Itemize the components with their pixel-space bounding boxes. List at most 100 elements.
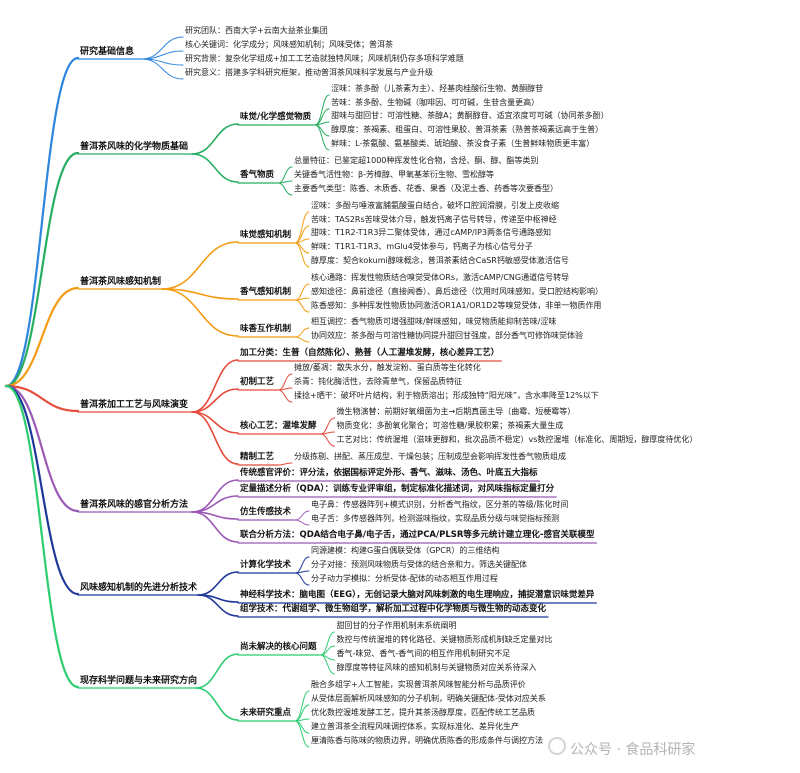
- subtopic: 联合分析方法：QDA结合电子鼻/电子舌，通过PCA/PLSR等多元统计建立理化-…: [240, 530, 595, 540]
- root-branch: [4, 384, 80, 596]
- leaf-text: 杀青：钝化酶活性，去除青草气，保留品质特征: [294, 377, 463, 386]
- leaf-branch: [294, 510, 310, 521]
- sub-branch: [191, 495, 239, 513]
- leaf-text: 关键香气活性物：β-芳樟醇、甲氧基苯衍生物、雪松醇等: [294, 170, 495, 179]
- subtopic: 加工分类：生普（自然陈化）、熟普（人工渥堆发酵，核心差异工艺）: [240, 348, 500, 358]
- sub-branch: [161, 288, 239, 300]
- leaf-branch: [314, 124, 330, 151]
- sub-branch: [161, 288, 239, 337]
- leaf-branch: [294, 242, 310, 268]
- sub-branch: [195, 687, 239, 721]
- leaf-text: 微生物演替：前期好氧细菌为主→后期真菌主导（曲霉、短梗霉等）: [336, 407, 576, 416]
- leaf-branch: [277, 389, 293, 403]
- leaf-text: 甜回甘的分子作用机制未系统阐明: [336, 621, 457, 630]
- wechat-icon: [548, 737, 566, 755]
- root-branch: [4, 151, 80, 388]
- root-branch: [4, 384, 80, 513]
- watermark: 公众号 · 食品科研家: [570, 742, 696, 758]
- leaf-text: 醇厚度等特征风味的感知机制与关键物质对应关系待深入: [336, 663, 537, 672]
- leaf-text: 甜味与甜回甘：可溶性糖、茶醇A；黄酮醇苷、适宜浓度可可碱（协同茶多酚）: [331, 111, 609, 120]
- leaf-branch: [294, 299, 310, 313]
- subtopic: 核心工艺：渥堆发酵: [240, 421, 317, 431]
- leaf-text: 摊放/萎凋：散失水分，触发淀粉、蛋白质等生化转化: [294, 363, 481, 372]
- sub-branch: [191, 123, 239, 155]
- section-title: 研究基础信息: [80, 47, 135, 57]
- leaf-text: 厘清陈香与陈味的物质边界，明确优质陈香的形成条件与调控方法: [311, 736, 544, 745]
- leaf-text: 研究背景：复杂化学组成+加工工艺造就独特风味；风味机制仍存多项科学难题: [185, 54, 464, 63]
- subtopic: 仿生传感技术: [240, 507, 292, 517]
- leaf-text: 研究团队：西南大学+云南大益茶业集团: [185, 26, 328, 35]
- leaf-text: 香气-味觉、香气-香气间的相互作用机制研究不足: [336, 649, 511, 658]
- leaf-text: 核心关键词：化学成分；风味感知机制；风味受体；普洱茶: [185, 40, 393, 49]
- root-branch: [4, 384, 80, 413]
- leaf-text: 同源建模：构建G蛋白偶联受体（GPCR）的三维结构: [311, 546, 500, 555]
- leaf-branch: [294, 572, 310, 586]
- subtopic: 尚未解决的核心问题: [240, 642, 317, 652]
- leaf-branch: [294, 519, 310, 526]
- leaf-text: 甜味：T1R2-T1R3异二聚体受体，通过cAMP/IP3两条信号通路感知: [311, 228, 551, 237]
- section-title: 普洱茶加工工艺与风味演变: [80, 400, 189, 410]
- leaf-text: 分子对接：预测风味物质与受体的结合亲和力，筛选关键配体: [311, 560, 528, 569]
- leaf-text: 工艺对比：传统渥堆（滋味更醇和，批次品质不稳定）vs数控渥堆（标准化、周期短，醇…: [336, 435, 698, 444]
- leaf-branch: [277, 462, 293, 466]
- root-branch: [4, 56, 80, 388]
- subtopic: 传统感官评价：评分法，依据国标评定外形、香气、滋味、汤色、叶底五大指标: [240, 468, 538, 478]
- leaf-text: 醇厚度：茶褐素、粗蛋白、可溶性果胶、普洱茶素（熟普茶褐素远高于生普）: [331, 125, 604, 134]
- leaf-text: 陈香感知：多种挥发性物质协同激活OR1A1/OR1D2等嗅觉受体，非单一物质作用: [311, 301, 602, 310]
- subtopic: 味觉/化学感觉物质: [240, 112, 312, 122]
- subtopic: 初制工艺: [240, 377, 275, 387]
- leaf-branch: [277, 182, 293, 196]
- leaf-text: 相互调控：香气物质可增强甜味/鲜味感知，味觉物质能抑制苦味/涩味: [311, 317, 557, 326]
- sub-branch: [197, 571, 239, 596]
- leaf-text: 主要香气类型：陈香、木质香、花香、果香（及泥土香、药香等次要香型）: [294, 184, 559, 193]
- subtopic: 味觉感知机制: [240, 230, 292, 240]
- leaf-text: 分子动力学模拟：分析受体-配体的动态相互作用过程: [311, 574, 498, 583]
- leaf-text: 电子舌：多传感器阵列，检测滋味指纹，实现品质分级与味觉指标预测: [311, 514, 560, 523]
- sub-branch: [191, 359, 239, 413]
- leaf-text: 建立普洱茶全流程风味调控体系，实现标准化、差异化生产: [311, 722, 520, 731]
- leaf-text: 总量特征：已鉴定超1000种挥发性化合物，含烃、酮、醇、酯等类别: [294, 156, 539, 165]
- leaf-text: 物质变化：多酚氧化聚合；可溶性糖/果胶积累；茶褐素大量生成: [336, 421, 564, 430]
- root-branch: [4, 286, 80, 388]
- leaf-text: 醇厚度：契合kokumi醇味概念，普洱茶素结合CaSR钙敏感受体激活信号: [311, 256, 569, 265]
- sub-branch: [191, 388, 239, 413]
- leaf-text: 涩味：多酚与唾液富脯氨酸蛋白结合，破坏口腔润滑膜，引发上皮收缩: [311, 201, 560, 210]
- subtopic: 味香互作机制: [240, 324, 292, 334]
- leaf-text: 揉捻+晒干：破坏叶片结构，利于物质溶出；形成独特“阳光味”，含水率降至12%以下: [294, 391, 599, 400]
- leaf-text: 优化数控渥堆发酵工艺，提升其茶汤醇厚度，匹配传统工艺品质: [311, 708, 536, 717]
- leaf-text: 融合多组学+人工智能，实现普洱茶风味智能分析与品质评价: [311, 680, 526, 689]
- leaf-branch: [294, 327, 310, 338]
- sub-branch: [191, 511, 239, 543]
- leaf-text: 鲜味：L-茶氨酸、氨基酸类、琥珀酸、茶没食子素（生普鲜味物质更丰富）: [331, 139, 595, 148]
- subtopic: 计算化学技术: [240, 560, 292, 570]
- section-title: 普洱茶风味的感官分析方法: [80, 500, 189, 510]
- sub-branch: [195, 653, 239, 689]
- section-title: 现存科学问题与未来研究方向: [80, 676, 198, 686]
- sub-branch: [161, 241, 239, 290]
- root-branch: [4, 384, 80, 689]
- leaf-text: 苦味：茶多酚、生物碱（咖啡因、可可碱，生苷含量更高）: [331, 98, 540, 107]
- subtopic: 组学技术：代谢组学、微生物组学，解析加工过程中化学物质与微生物的动态变化: [240, 604, 547, 614]
- leaf-text: 苦味：TAS2Rs苦味受体介导，触发钙离子信号转导，传递至中枢神经: [311, 215, 557, 224]
- leaf-branch: [294, 211, 310, 244]
- section-title: 普洱茶风味的化学物质基础: [80, 142, 189, 152]
- subtopic: 香气物质: [240, 170, 275, 180]
- leaf-text: 分级拣剔、拼配、蒸压成型、干燥包装；压制成型会影响挥发性香气物质组成: [294, 452, 567, 461]
- leaf-branch: [294, 336, 310, 343]
- section-title: 普洱茶风味感知机制: [80, 277, 162, 287]
- leaf-branch: [320, 433, 336, 447]
- leaf-text: 电子鼻：传感器阵列+模式识别，分析香气指纹，区分茶的等级/陈化时间: [311, 500, 569, 509]
- subtopic: 神经科学技术：脑电图（EEG），无创记录大脑对风味刺激的电生理响应，捕捉潜意识味…: [240, 590, 595, 600]
- leaf-text: 鲜味：T1R1-T1R3、mGlu4受体参与，钙离子为核心信号分子: [311, 242, 533, 251]
- section-title: 风味感知机制的先进分析技术: [80, 583, 198, 593]
- leaf-text: 研究意义：搭建多学科研究框架，推动普洱茶风味科学发展与产业升级: [185, 68, 433, 77]
- leaf-text: 协同效应：茶多酚与可溶性糖协同提升甜回甘强度，部分香气可修饰味觉体验: [311, 331, 584, 340]
- subtopic: 香气感知机制: [240, 287, 292, 297]
- leaf-branch: [141, 58, 184, 80]
- leaf-branch: [141, 36, 184, 60]
- sub-branch: [191, 411, 239, 465]
- subtopic: 未来研究重点: [240, 708, 292, 718]
- leaf-text: 感知途径：鼻前途径（直接闻香）、鼻后途径（饮用时风味感知，受口腔结构影响）: [311, 287, 604, 296]
- leaf-text: 核心通路：挥发性物质结合嗅觉受体ORs，激活cAMP/CNG通道信号转导: [311, 273, 570, 282]
